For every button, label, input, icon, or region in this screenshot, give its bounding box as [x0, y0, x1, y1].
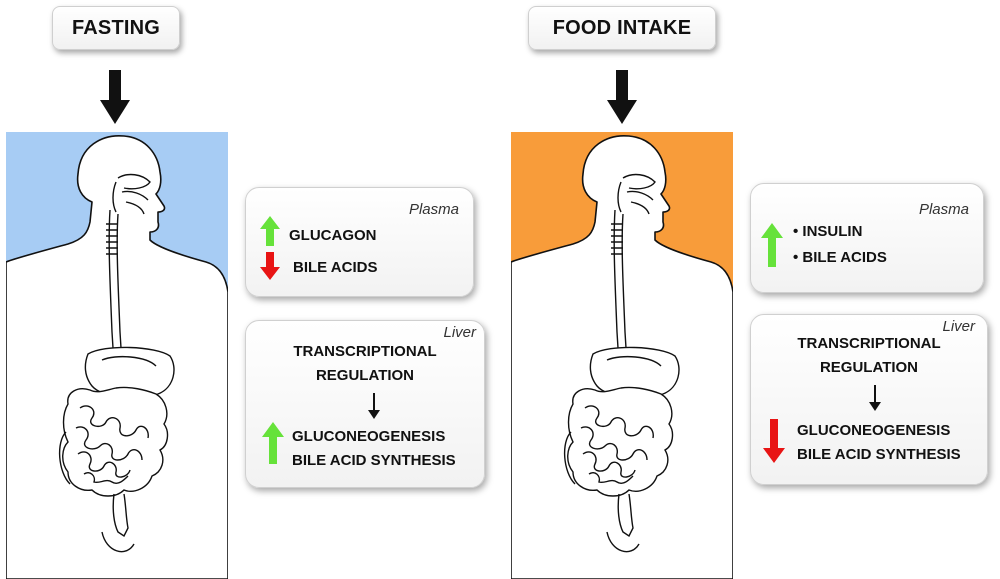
food-intake-down-arrow-icon [607, 70, 637, 124]
fasting-body-panel [6, 132, 228, 579]
fasting-outcome-line2: BILE ACID SYNTHESIS [292, 452, 456, 469]
fasting-down-arrow-icon [100, 70, 130, 124]
bile-acids-decrease-arrow-icon [260, 252, 280, 280]
fasting-liver-card: Liver TRANSCRIPTIONAL REGULATION GLUCONE… [245, 320, 485, 488]
bile-acids-plasma-label: • BILE ACIDS [793, 249, 887, 266]
food-intake-label-text: FOOD INTAKE [552, 16, 692, 39]
fasting-plasma-card: Plasma GLUCAGON BILE ACIDS [245, 187, 474, 297]
fasting-label-text: FASTING [71, 16, 161, 39]
food-intake-liver-card: Liver TRANSCRIPTIONAL REGULATION GLUCONE… [750, 314, 988, 485]
regulation-flow-arrow-icon [368, 393, 380, 419]
insulin-bile-acids-increase-arrow-icon [761, 223, 783, 267]
food-intake-process-line1: TRANSCRIPTIONAL [797, 335, 941, 352]
human-body-digestive-system-icon [511, 135, 733, 579]
food-intake-outcome-line1: GLUCONEOGENESIS [797, 422, 951, 439]
fasting-outcome-line1: GLUCONEOGENESIS [292, 428, 446, 445]
fasting-process-line2: REGULATION [315, 367, 415, 384]
glucagon-label: GLUCAGON [289, 227, 377, 244]
human-body-digestive-system-icon [6, 135, 228, 579]
food-intake-liver-title: Liver [942, 318, 975, 335]
fasting-liver-title: Liver [443, 324, 476, 341]
food-intake-outcome-line2: BILE ACID SYNTHESIS [797, 446, 961, 463]
food-intake-body-panel [511, 132, 733, 579]
gluconeogenesis-increase-arrow-icon [262, 422, 284, 464]
food-intake-label: FOOD INTAKE [528, 6, 716, 50]
gluconeogenesis-decrease-arrow-icon [763, 419, 785, 463]
fasting-label: FASTING [52, 6, 180, 50]
bile-acids-label: BILE ACIDS [293, 259, 378, 276]
fasting-process-line1: TRANSCRIPTIONAL [293, 343, 437, 360]
fasting-plasma-title: Plasma [408, 201, 459, 218]
food-intake-process-line2: REGULATION [819, 359, 919, 376]
food-intake-plasma-card: Plasma • INSULIN • BILE ACIDS [750, 183, 984, 293]
insulin-label: • INSULIN [793, 223, 863, 240]
regulation-flow-arrow-icon [869, 385, 881, 411]
food-intake-plasma-title: Plasma [918, 201, 969, 218]
glucagon-increase-arrow-icon [260, 216, 280, 246]
